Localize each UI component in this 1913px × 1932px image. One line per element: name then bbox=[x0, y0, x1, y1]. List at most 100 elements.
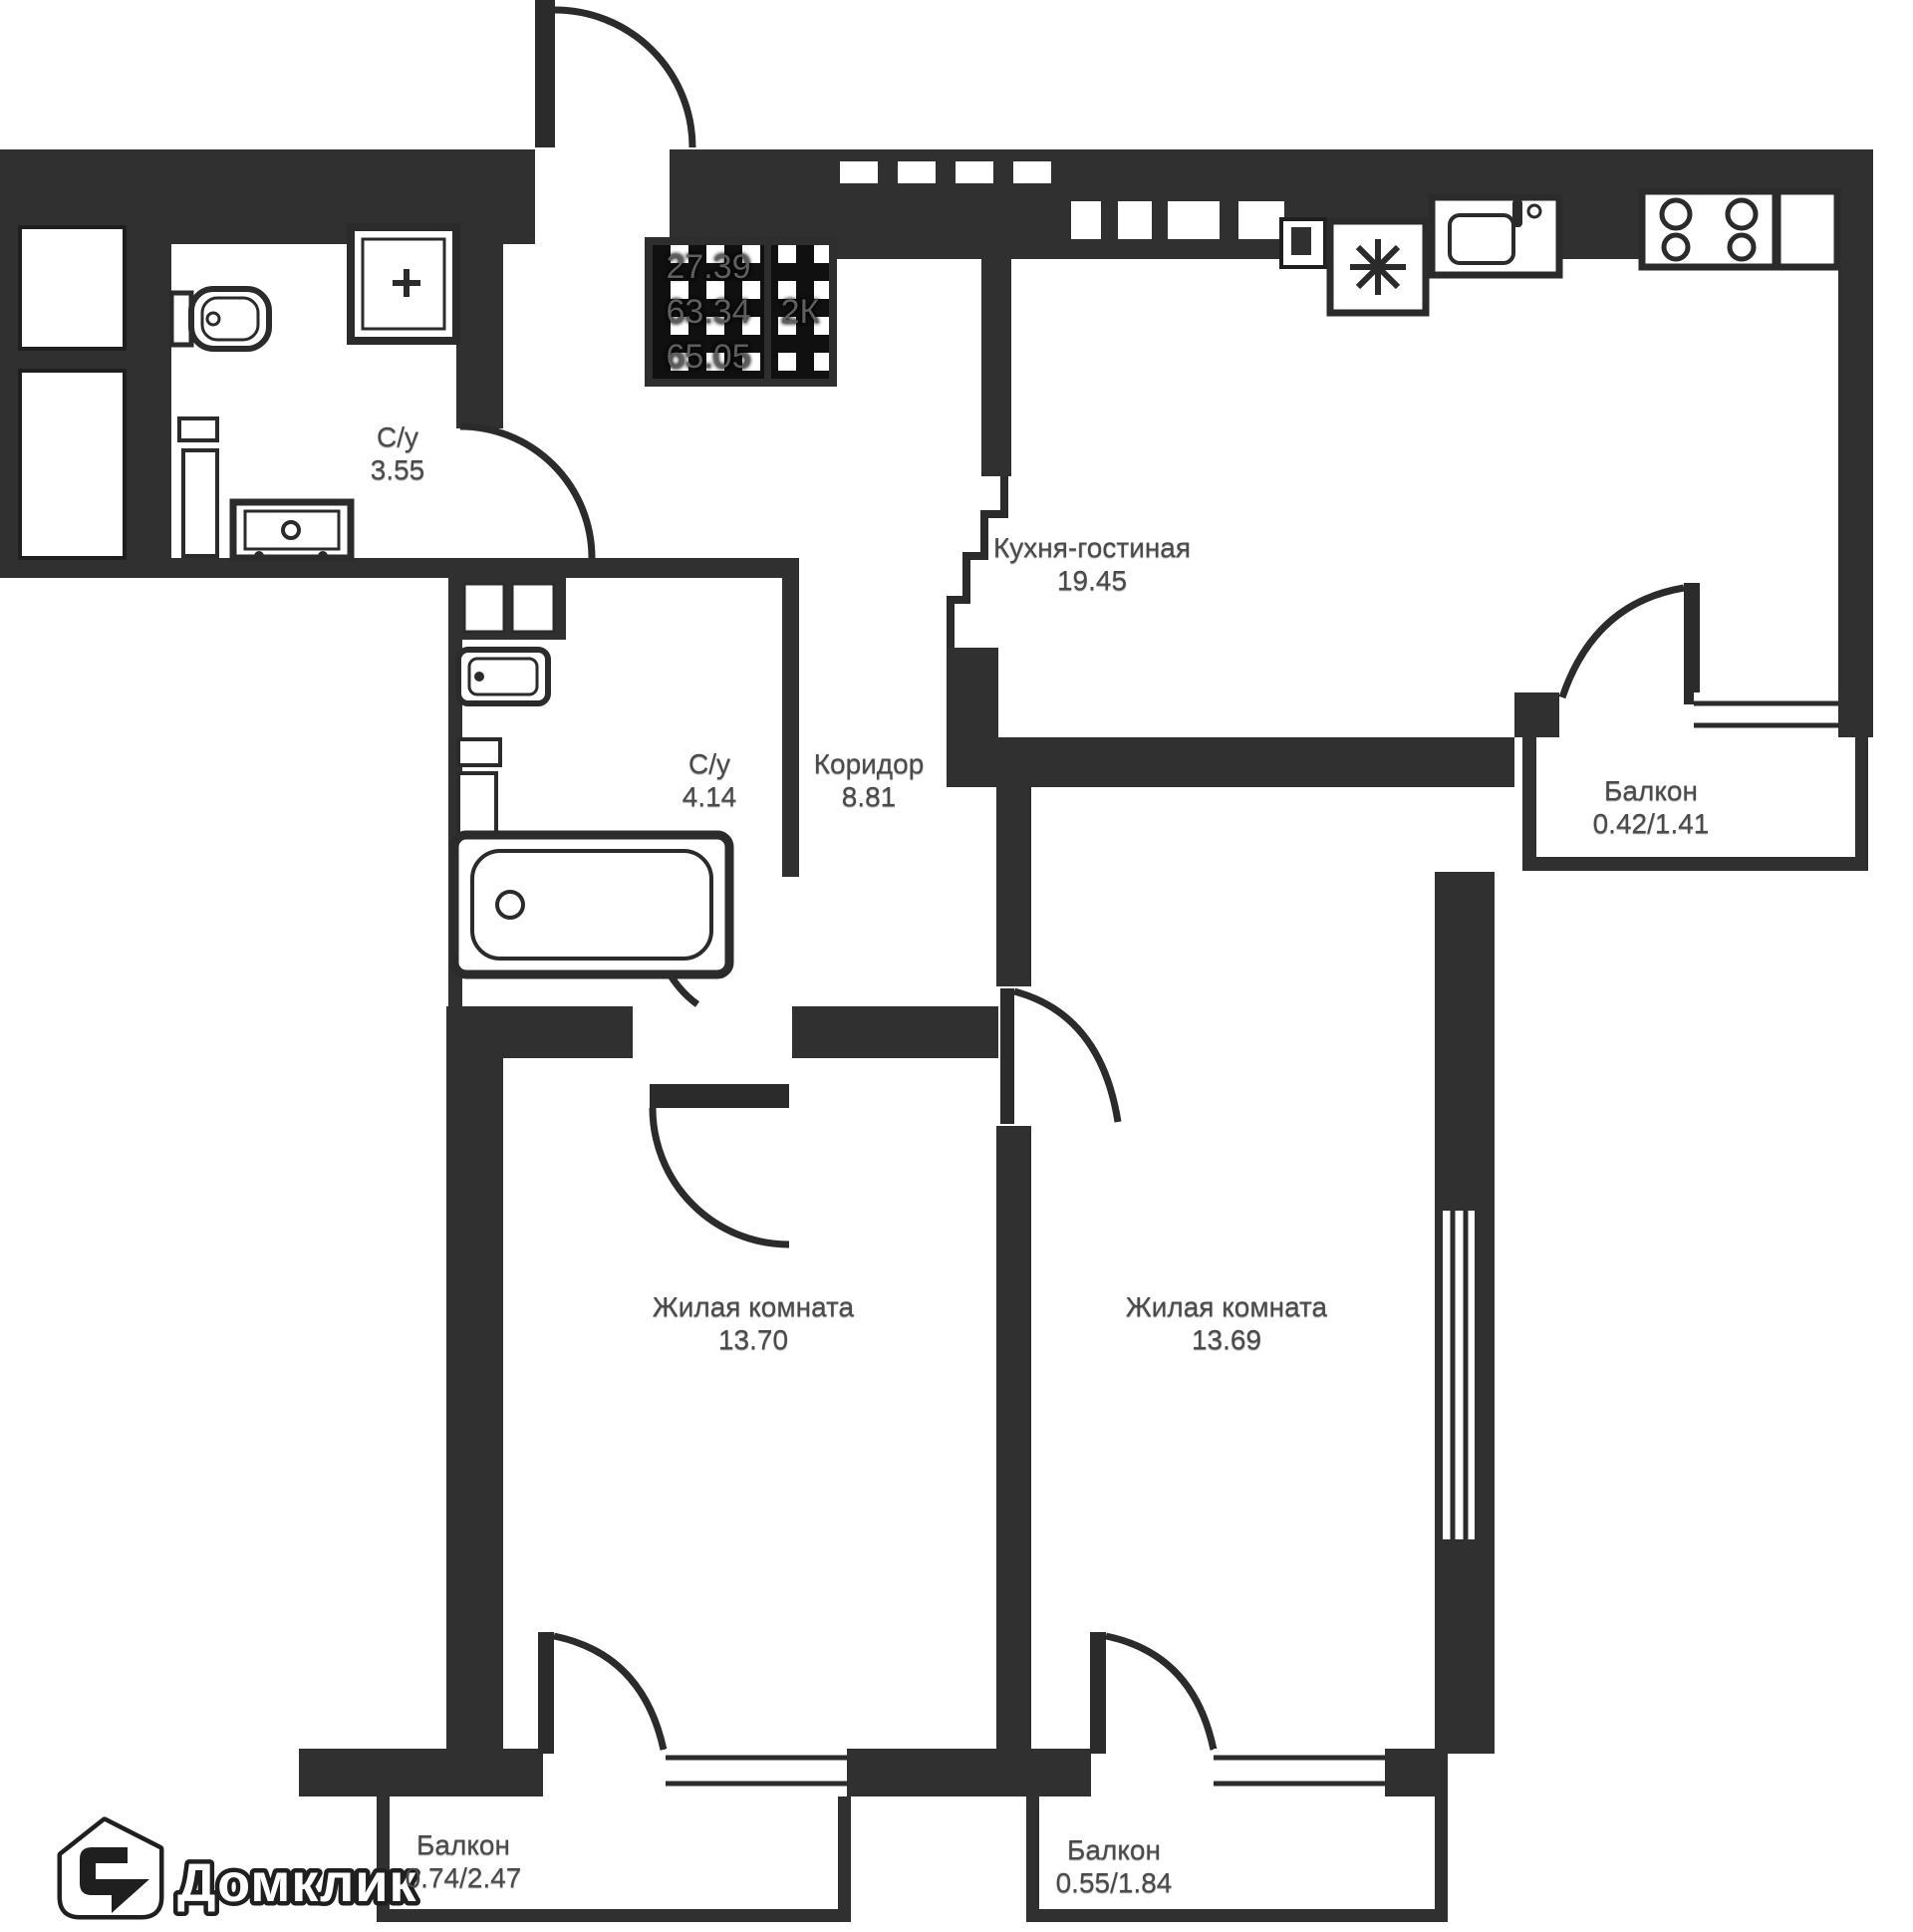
room-name: Жилая комната bbox=[1125, 1291, 1328, 1322]
wall-segment bbox=[847, 1749, 1091, 1796]
room-name: Коридор bbox=[813, 748, 925, 779]
room-area: 3.55 bbox=[370, 454, 425, 485]
shower-drain-icon bbox=[393, 269, 420, 297]
room-area: 4.14 bbox=[682, 781, 737, 812]
kitchen-balcony-door-leaf bbox=[1684, 583, 1700, 704]
wall-segment bbox=[947, 737, 1514, 787]
wall-segment bbox=[1838, 149, 1873, 737]
window-glass bbox=[1214, 1755, 1385, 1787]
stove bbox=[1638, 187, 1779, 271]
room-area: 8.81 bbox=[841, 781, 897, 812]
window-glass bbox=[666, 1755, 847, 1787]
balcony-wall bbox=[1855, 737, 1868, 870]
room-label-living-room-1: Жилая комната 13.70 bbox=[653, 1290, 854, 1356]
wall-segment bbox=[782, 578, 799, 877]
stove-burner bbox=[1725, 197, 1759, 231]
room-area: 19.45 bbox=[1056, 565, 1128, 596]
wall-segment bbox=[792, 1006, 998, 1058]
shaft-opening bbox=[510, 582, 556, 634]
room-area: 13.70 bbox=[717, 1324, 789, 1355]
flat-type-cell: 2К bbox=[771, 245, 829, 379]
total-area-value: 65.05 bbox=[666, 337, 751, 376]
walls bbox=[0, 149, 1873, 1922]
stove-burner bbox=[1659, 197, 1693, 231]
wall-segment bbox=[947, 648, 998, 787]
room2-balcony-door-arc bbox=[1105, 1632, 1218, 1751]
kitchen-cabinet bbox=[1774, 187, 1841, 271]
domclick-logo-text: Домклик bbox=[177, 1853, 417, 1913]
domclick-logo: Домклик bbox=[57, 1816, 420, 1920]
domclick-house-icon bbox=[57, 1816, 164, 1920]
entry-door-leaf bbox=[535, 0, 555, 147]
vent-slot bbox=[898, 161, 936, 183]
room-label-bathroom-2: С/у 4.14 bbox=[683, 747, 737, 813]
building-core-shafts bbox=[18, 225, 127, 560]
stats-divider bbox=[764, 245, 771, 379]
window-glass bbox=[1694, 700, 1838, 728]
kitchen-sink-bowl bbox=[1448, 213, 1515, 265]
wall-segment bbox=[1385, 1749, 1448, 1796]
window-room2-side bbox=[1443, 1211, 1475, 1539]
area-no-balcony-value: 63.34 bbox=[666, 292, 751, 331]
balcony-wall bbox=[1522, 857, 1868, 871]
room-label-corridor: Коридор 8.81 bbox=[814, 747, 925, 813]
domclick-house-icon-fold bbox=[112, 1879, 149, 1913]
wall-segment bbox=[996, 1126, 1031, 1754]
shaft-opening bbox=[18, 225, 127, 351]
vent-slot bbox=[840, 161, 878, 183]
wall-segment bbox=[981, 244, 1011, 476]
vent-slot bbox=[1238, 201, 1284, 239]
room-area: 13.69 bbox=[1191, 1324, 1262, 1355]
washer-foot bbox=[318, 551, 328, 561]
room-label-bathroom-1: С/у 3.55 bbox=[371, 420, 425, 486]
window-kitchen-balcony bbox=[1694, 692, 1838, 737]
wall-segment bbox=[448, 558, 799, 578]
wall-segment bbox=[996, 787, 1031, 986]
stove-burner bbox=[1727, 232, 1757, 262]
room-name: Балкон bbox=[1067, 1834, 1161, 1865]
wall-segment bbox=[456, 244, 503, 428]
shaft-opening bbox=[18, 369, 127, 560]
room-label-kitchen-living: Кухня-гостиная 19.45 bbox=[993, 531, 1191, 597]
toilet-bowl-inner bbox=[200, 296, 260, 342]
balcony-wall bbox=[838, 1796, 851, 1909]
doors bbox=[459, 0, 1700, 1754]
shaft-opening bbox=[462, 582, 506, 634]
room-name: Жилая комната bbox=[652, 1291, 855, 1322]
area-stats-values: 27.39 63.34 65.05 bbox=[653, 245, 764, 379]
duct-box bbox=[177, 416, 219, 442]
entry-door-arc bbox=[554, 6, 696, 148]
room-area: 0.74/2.47 bbox=[405, 1862, 522, 1893]
vent-slot bbox=[1118, 201, 1152, 239]
room-name: Кухня-гостиная bbox=[992, 532, 1192, 563]
room-label-living-room-2: Жилая комната 13.69 bbox=[1126, 1290, 1327, 1356]
vent-slot bbox=[1071, 201, 1101, 239]
balcony-wall bbox=[1522, 737, 1536, 871]
room2-door-leaf bbox=[1000, 988, 1014, 1124]
kitchen-passage-arc bbox=[947, 476, 1008, 648]
room-name: Балкон bbox=[1604, 775, 1698, 806]
vent-slot bbox=[1168, 201, 1220, 239]
wall-segment bbox=[446, 1006, 503, 1752]
room-label-balcony-right: Балкон 0.55/1.84 bbox=[1056, 1833, 1173, 1899]
kitchen-balcony-door-arc bbox=[1558, 584, 1685, 699]
duct-box bbox=[456, 771, 498, 841]
room-label-balcony-kitchen: Балкон 0.42/1.41 bbox=[1593, 774, 1710, 840]
kitchen-faucet-handle bbox=[1526, 203, 1542, 219]
kitchen-faucet bbox=[1512, 199, 1522, 227]
wall-segment bbox=[299, 1749, 543, 1796]
fixtures bbox=[168, 187, 1841, 979]
top-wall-vents bbox=[840, 161, 1327, 269]
room2-balcony-door-leaf bbox=[1090, 1632, 1106, 1754]
duct-box bbox=[181, 448, 219, 558]
washer-knob bbox=[281, 520, 301, 540]
room-name: С/у bbox=[688, 748, 730, 779]
room-area: 0.42/1.41 bbox=[1592, 808, 1710, 839]
room2-door-arc bbox=[1013, 987, 1122, 1123]
room-name: С/у bbox=[377, 421, 418, 452]
area-stats-box: 27.39 63.34 65.05 2К bbox=[645, 237, 837, 387]
washer-foot bbox=[254, 551, 264, 561]
balcony-wall bbox=[377, 1909, 851, 1922]
balcony-wall bbox=[1435, 1796, 1448, 1909]
